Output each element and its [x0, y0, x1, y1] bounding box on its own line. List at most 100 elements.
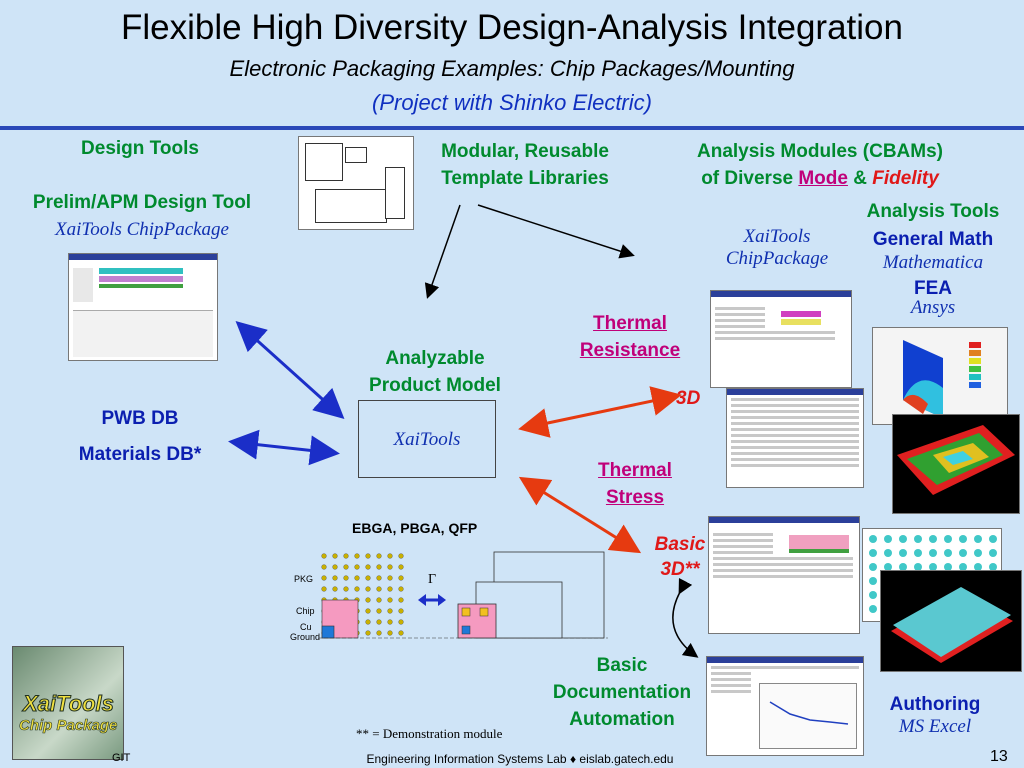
grid-ball [869, 591, 877, 599]
fea-label: FEA [914, 278, 952, 299]
solder-ball [343, 575, 349, 581]
grid-ball [884, 563, 892, 571]
doc-line1: Basic [596, 655, 648, 676]
grid-ball [974, 563, 982, 571]
grid-ball [869, 549, 877, 557]
solder-ball [398, 608, 404, 614]
thermal-resistance-label: Thermal Resistance [560, 310, 700, 364]
solder-ball [321, 586, 327, 592]
thermal-stress-line1: Thermal [598, 460, 672, 481]
grid-ball [899, 563, 907, 571]
grid-ball [989, 563, 997, 571]
solder-ball [365, 630, 371, 636]
prelim-tool-label: Prelim/APM Design Tool [32, 192, 252, 213]
arrow-library-to-apm [424, 204, 461, 299]
solder-ball [343, 586, 349, 592]
analysis-modules-line2: of Diverse Mode & Fidelity [650, 165, 990, 192]
solder-ball [354, 553, 360, 559]
solder-ball [332, 586, 338, 592]
ground-label: Ground [290, 632, 321, 642]
arrow-design-apm [235, 320, 345, 420]
solder-ball [321, 553, 327, 559]
design-tools-label: Design Tools [81, 138, 199, 159]
solder-ball [365, 553, 371, 559]
grid-ball [944, 535, 952, 543]
grid-ball [914, 535, 922, 543]
solder-ball [376, 608, 382, 614]
solder-ball [398, 630, 404, 636]
solder-ball [398, 619, 404, 625]
grid-ball [944, 563, 952, 571]
footer-center: Engineering Information Systems Lab ♦ ei… [366, 752, 674, 766]
solder-ball [321, 575, 327, 581]
apm-line1: Analyzable [385, 348, 485, 369]
xaitools-chippackage-label: XaiTools ChipPackage [702, 226, 852, 270]
doc-line2: Documentation [552, 682, 692, 703]
grid-ball [974, 549, 982, 557]
project-note: (Project with Shinko Electric) [372, 90, 652, 115]
analysis-modules-line1: Analysis Modules (CBAMs) [697, 141, 943, 162]
grid-ball [959, 535, 967, 543]
modular-line2: Template Libraries [441, 168, 609, 189]
solder-ball [365, 619, 371, 625]
documentation-label: Basic Documentation Automation [530, 652, 714, 733]
solder-ball [376, 575, 382, 581]
ansys-label: Ansys [910, 297, 956, 318]
materials-db-label: Materials DB* [78, 444, 202, 465]
grid-ball [869, 605, 877, 613]
arrow-library-to-analysis [477, 204, 635, 259]
thermal-stress-line2: Stress [605, 487, 665, 508]
pad-1 [461, 607, 471, 617]
solder-ball [354, 564, 360, 570]
solder-ball [376, 630, 382, 636]
solder-ball [365, 564, 371, 570]
solder-ball [376, 597, 382, 603]
pad-2 [479, 607, 489, 617]
grid-ball [914, 563, 922, 571]
page-number: 13 [990, 748, 1008, 765]
modular-line1: Modular, Reusable [441, 141, 609, 162]
pkg-label: PKG [294, 574, 314, 584]
grid-ball [914, 549, 922, 557]
fea-screenshot-3 [880, 570, 1022, 672]
solder-ball [398, 597, 404, 603]
solder-ball [387, 630, 393, 636]
thermal-stress-label: Thermal Stress [570, 457, 700, 511]
arrow-apm-thermal-resistance [518, 386, 682, 438]
thermal-resistance-screenshot [710, 290, 852, 388]
logo-line1: XaiTools [23, 691, 115, 717]
solder-ball [387, 619, 393, 625]
solder-ball [376, 553, 382, 559]
header-rule [0, 126, 1024, 130]
thermal-table-screenshot [726, 388, 864, 488]
apm-label: Analyzable Product Model [340, 345, 530, 399]
chip-label: Chip [296, 606, 315, 616]
fea-screenshot-1 [872, 327, 1008, 425]
arrow-db-apm [228, 429, 340, 466]
solder-ball [376, 586, 382, 592]
ebga-diagram [318, 551, 608, 639]
solder-ball [343, 553, 349, 559]
logo-line2: Chip Package [19, 717, 118, 735]
solder-ball [376, 564, 382, 570]
xaitools-line1: XaiTools [743, 226, 811, 247]
fea-screenshot-2 [892, 414, 1020, 514]
fidelity-text: Fidelity [872, 168, 939, 189]
grid-ball [959, 563, 967, 571]
xaitools-chip-label: XaiTools ChipPackage [55, 219, 229, 240]
amp-text: & [853, 168, 867, 189]
apm-box-text: XaiTools [393, 429, 461, 450]
xaitools-logo: XaiTools Chip Package [12, 646, 124, 760]
cu-ground-block [321, 625, 335, 639]
grid-ball [929, 549, 937, 557]
excel-screenshot [706, 656, 864, 756]
solder-ball [332, 553, 338, 559]
page-subtitle: Electronic Packaging Examples: Chip Pack… [229, 56, 795, 81]
solder-ball [387, 575, 393, 581]
basic-3d-label: Basic 3D** [640, 532, 720, 582]
page-title: Flexible High Diversity Design-Analysis … [121, 8, 903, 47]
grid-ball [884, 535, 892, 543]
grid-ball [989, 549, 997, 557]
solder-ball [387, 597, 393, 603]
analysis-tools-label: Analysis Tools [866, 201, 1000, 222]
